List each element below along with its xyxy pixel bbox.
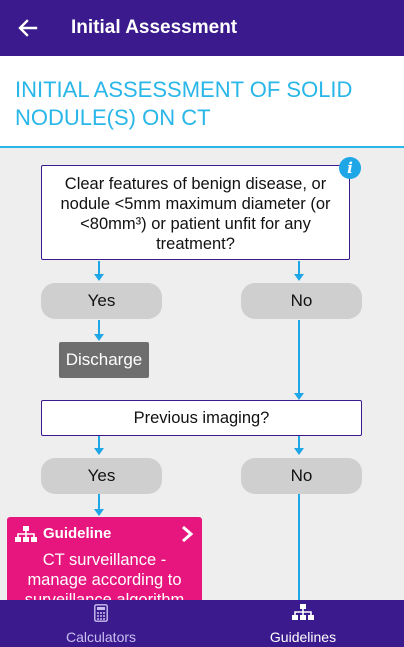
connector-line	[98, 320, 100, 335]
nav-calculators-label: Calculators	[65, 629, 137, 645]
connector-line	[298, 494, 300, 600]
connector-line	[298, 261, 300, 276]
connector-arrow	[294, 448, 304, 455]
app-bar: Initial Assessment	[0, 0, 404, 56]
question-previous-imaging-text: Previous imaging?	[133, 409, 270, 427]
question-benign-text: Clear features of benign disease, or nod…	[60, 175, 331, 253]
nav-guidelines[interactable]: Guidelines	[202, 600, 404, 647]
q1-no-button[interactable]: No	[241, 283, 362, 319]
guideline-heading: Guideline	[15, 525, 111, 542]
sitemap-icon	[292, 604, 314, 620]
info-icon[interactable]: i	[339, 157, 361, 179]
connector-arrow	[94, 334, 104, 341]
chevron-right-icon	[182, 525, 194, 543]
connector-line	[98, 261, 100, 276]
arrow-left-icon	[18, 19, 38, 37]
calculator-icon	[94, 604, 108, 622]
flowchart: Clear features of benign disease, or nod…	[0, 148, 404, 600]
connector-line	[298, 436, 300, 450]
q1-yes-button[interactable]: Yes	[41, 283, 162, 319]
guideline-label: Guideline	[43, 525, 112, 542]
connector-arrow	[294, 274, 304, 281]
sitemap-icon	[15, 525, 37, 542]
connector-arrow	[94, 509, 104, 516]
connector-arrow	[294, 393, 304, 400]
nav-calculators[interactable]: Calculators	[0, 600, 202, 647]
nav-guidelines-label: Guidelines	[269, 629, 337, 645]
q2-no-button[interactable]: No	[241, 458, 362, 494]
connector-line	[98, 494, 100, 510]
app-bar-title: Initial Assessment	[71, 17, 238, 38]
page-title: INITIAL ASSESSMENT OF SOLID NODULE(S) ON…	[15, 77, 353, 130]
question-benign-box[interactable]: Clear features of benign disease, or nod…	[41, 165, 350, 260]
discharge-button[interactable]: Discharge	[59, 342, 149, 378]
connector-arrow	[94, 274, 104, 281]
q2-yes-button[interactable]: Yes	[41, 458, 162, 494]
connector-line	[298, 320, 300, 395]
back-button[interactable]	[14, 14, 42, 42]
connector-arrow	[94, 448, 104, 455]
page-header: INITIAL ASSESSMENT OF SOLID NODULE(S) ON…	[0, 56, 404, 148]
guideline-card[interactable]: Guideline CT surveillance - manage accor…	[7, 517, 202, 600]
connector-line	[98, 436, 100, 450]
question-previous-imaging-box[interactable]: Previous imaging?	[41, 400, 362, 436]
bottom-nav: Calculators Guidelines	[0, 600, 404, 647]
guideline-text: CT surveillance - manage according to su…	[24, 551, 185, 600]
